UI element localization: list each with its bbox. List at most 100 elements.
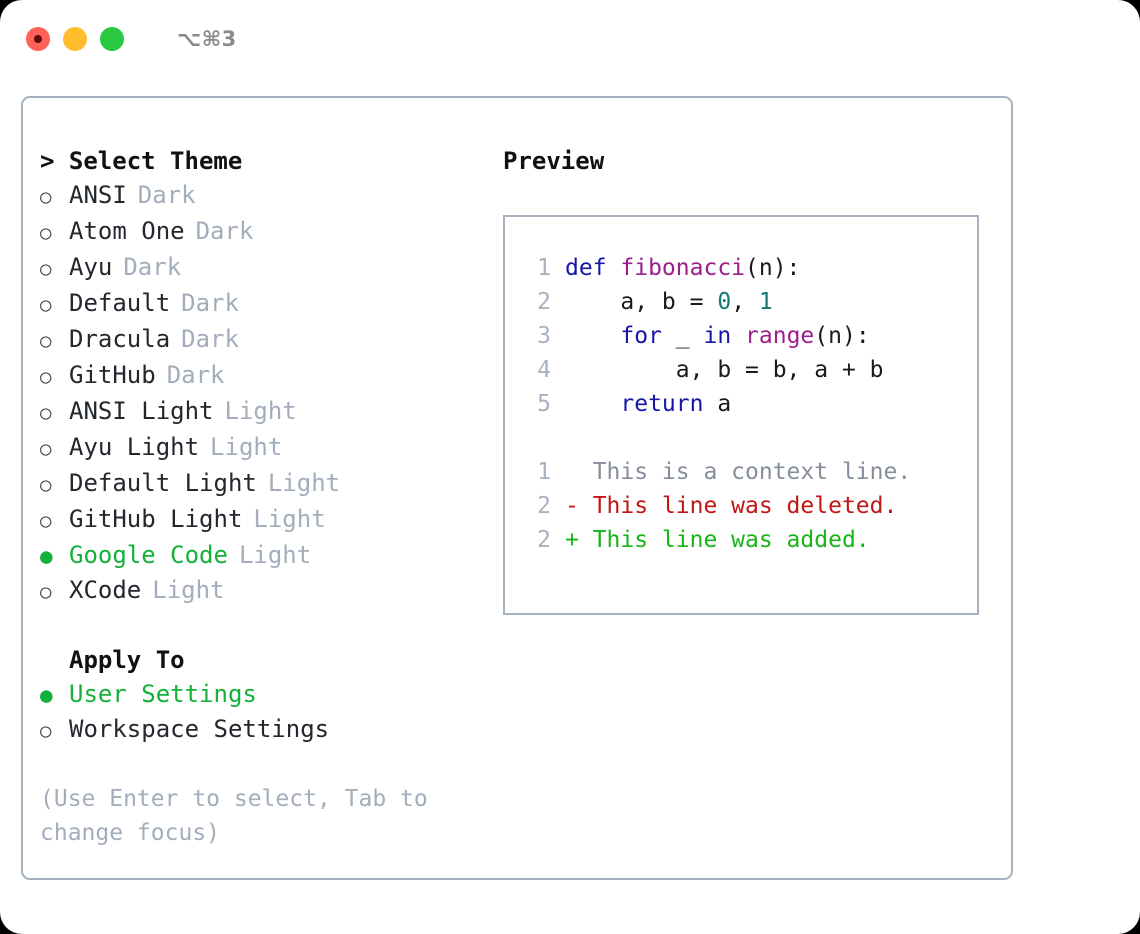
code-line-text: def fibonacci(n): (565, 251, 800, 285)
minimize-button[interactable] (63, 27, 87, 51)
code-token: fibonacci (620, 255, 746, 281)
radio-unselected-icon: ○ (40, 294, 52, 316)
theme-option-label: XCode (69, 576, 142, 604)
theme-variant-badge: Light (210, 433, 283, 461)
apply-to-option-label: Workspace Settings (69, 715, 330, 743)
theme-variant-badge: Dark (195, 217, 254, 245)
line-number: 1 (537, 255, 551, 281)
theme-variant-badge: Dark (181, 289, 239, 317)
traffic-lights (26, 27, 124, 51)
apply-to-list[interactable]: ● User Settings ○ Workspace Settings (40, 677, 480, 748)
apply-to-header: Apply To (69, 646, 185, 674)
theme-option-ayu-light[interactable]: ○ Ayu Light Light (40, 430, 480, 466)
radio-selected-icon: ● (40, 683, 53, 707)
code-token: def (565, 255, 621, 281)
keyboard-shortcut-label: ⌥⌘3 (177, 27, 237, 51)
diff-line-ctx: 1 This is a context line. (521, 455, 977, 489)
theme-variant-badge: Dark (123, 253, 182, 281)
radio-unselected-icon: ○ (40, 258, 52, 280)
line-number: 2 (537, 493, 551, 519)
diff-line-text: + This line was added. (565, 527, 870, 553)
diff-line-del: 2- This line was deleted. (521, 489, 977, 523)
preview-header: Preview (503, 147, 605, 175)
theme-option-label: GitHub (69, 361, 156, 389)
line-number: 2 (537, 289, 551, 315)
code-token: range (745, 323, 815, 349)
keyboard-hint: (Use Enter to select, Tab to change focu… (40, 786, 428, 846)
theme-option-label: Ayu (69, 253, 113, 281)
radio-unselected-icon: ○ (40, 581, 52, 603)
theme-variant-badge: Light (238, 541, 312, 569)
theme-option-label: GitHub Light (69, 505, 243, 533)
code-token (565, 323, 620, 349)
code-token: 0 (717, 289, 732, 315)
radio-selected-icon: ● (40, 544, 53, 568)
apply-to-option-label: User Settings (69, 680, 257, 708)
code-token: (n): (814, 323, 870, 349)
diff-line-add: 2+ This line was added. (521, 523, 977, 557)
code-token (565, 391, 620, 417)
section-spacer (40, 609, 480, 643)
code-line: 1 def fibonacci(n): (521, 251, 977, 285)
code-line-text: for _ in range(n): (565, 319, 870, 353)
radio-unselected-icon: ○ (40, 186, 52, 208)
radio-unselected-icon: ○ (40, 720, 52, 742)
diff-line-text: This is a context line. (565, 459, 912, 485)
line-number: 3 (537, 323, 551, 349)
select-theme-header: > Select Theme (40, 147, 243, 175)
theme-option-ayu[interactable]: ○ Ayu Dark (40, 250, 480, 286)
theme-variant-badge: Dark (181, 325, 239, 353)
theme-option-label: Default Light (69, 469, 257, 497)
theme-option-label: Ayu Light (69, 433, 200, 461)
theme-option-ansi[interactable]: ○ ANSI Dark (40, 178, 480, 214)
code-line: 3 for _ in range(n): (521, 319, 977, 353)
theme-option-google-code[interactable]: ● Google Code Light (40, 538, 480, 573)
theme-option-label: ANSI (69, 181, 127, 209)
line-number: 5 (537, 391, 551, 417)
apply-to-option-workspace-settings[interactable]: ○ Workspace Settings (40, 712, 480, 748)
diff-sample: 1 This is a context line.2- This line wa… (521, 455, 977, 557)
line-number: 1 (537, 459, 551, 485)
code-diff-separator (521, 421, 977, 455)
code-line: 4 a, b = b, a + b (521, 353, 977, 387)
theme-option-github[interactable]: ○ GitHub Dark (40, 358, 480, 394)
theme-option-label: Default (69, 289, 171, 317)
theme-variant-badge: Light (152, 576, 225, 604)
code-token: _ (661, 323, 704, 349)
code-token: a, b = b, a + b (565, 357, 884, 383)
radio-unselected-icon: ○ (40, 474, 52, 496)
theme-option-label: Dracula (69, 325, 171, 353)
close-button[interactable] (26, 27, 50, 51)
code-token: (n): (745, 255, 801, 281)
theme-option-dracula[interactable]: ○ Dracula Dark (40, 322, 480, 358)
title-bar: ⌥⌘3 (0, 0, 1140, 78)
radio-unselected-icon: ○ (40, 366, 52, 388)
code-token: return (620, 391, 704, 417)
code-line-text: return a (565, 387, 731, 421)
maximize-button[interactable] (100, 27, 124, 51)
code-line-text: a, b = b, a + b (565, 353, 884, 387)
theme-option-xcode[interactable]: ○ XCode Light (40, 573, 480, 609)
apply-to-option-user-settings[interactable]: ● User Settings (40, 677, 480, 712)
code-line: 5 return a (521, 387, 977, 421)
radio-unselected-icon: ○ (40, 330, 52, 352)
theme-option-label: Google Code (69, 541, 228, 569)
code-token: a (703, 391, 732, 417)
code-token: , (731, 289, 759, 315)
theme-variant-badge: Dark (166, 361, 225, 389)
theme-option-default[interactable]: ○ Default Dark (40, 286, 480, 322)
line-number: 4 (537, 357, 551, 383)
radio-unselected-icon: ○ (40, 438, 52, 460)
theme-variant-badge: Dark (137, 181, 196, 209)
radio-unselected-icon: ○ (40, 402, 52, 424)
